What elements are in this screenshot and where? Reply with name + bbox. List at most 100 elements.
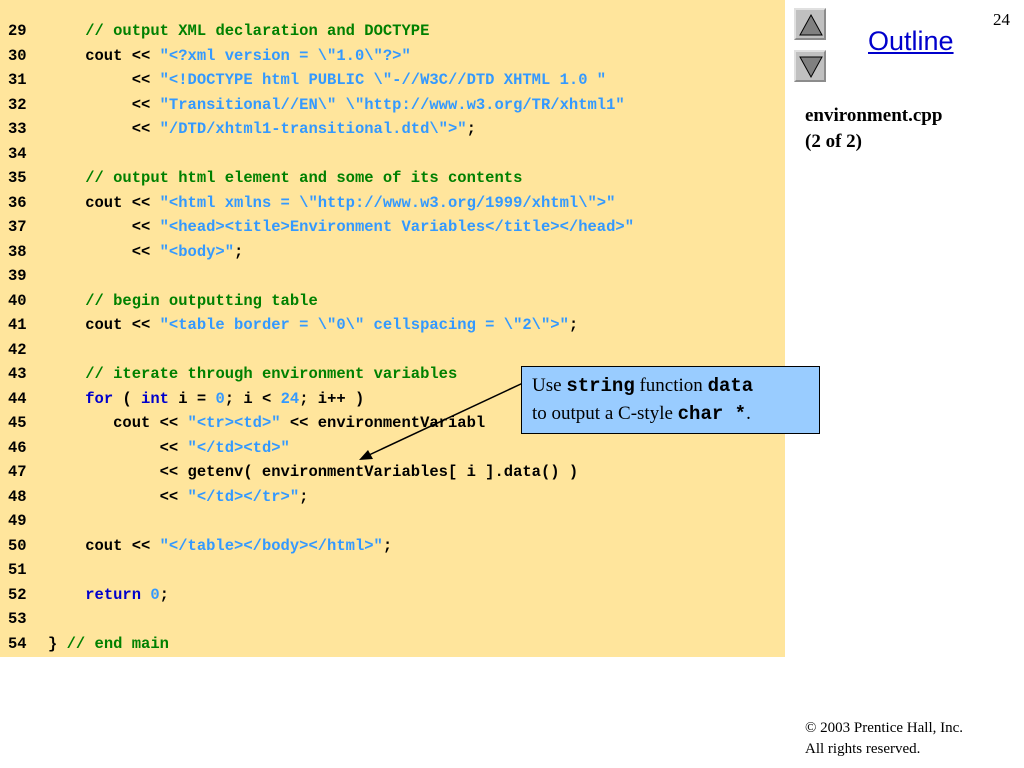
line-number: 51 [8, 561, 27, 579]
line-number: 46 [8, 438, 27, 457]
code-text: return 0; [48, 583, 169, 607]
rights-line: All rights reserved. [805, 741, 921, 757]
code-token: ; [382, 536, 393, 555]
line-number: 34 [8, 144, 27, 163]
code-token: ; [299, 487, 309, 506]
code-text: cout << "<tr><td>" << environmentVariabl [48, 411, 485, 435]
line-number: 44 [8, 389, 27, 408]
line-number: 50 [8, 536, 27, 555]
next-slide-button[interactable] [794, 50, 826, 82]
code-text: for ( int i = 0; i < 24; i++ ) [48, 387, 364, 411]
code-token: ; [568, 316, 579, 334]
code-token: 0 [215, 389, 225, 408]
code-token [48, 586, 85, 604]
callout-line-2: to output a C-style char *. [532, 403, 751, 425]
code-text: << "<head><title>Environment Variables</… [48, 215, 634, 239]
code-token: "<head><title>Environment Variables</tit… [159, 218, 635, 236]
code-token [48, 390, 85, 408]
code-token: "Transitional//EN\" \"http://www.w3.org/… [159, 95, 625, 114]
line-number: 35 [8, 169, 27, 187]
code-token: << [48, 487, 188, 506]
code-token: ; i < [224, 389, 281, 408]
line-number: 43 [8, 365, 27, 383]
code-token: // begin outputting table [85, 291, 318, 310]
code-text: // iterate through environment variables [48, 362, 457, 386]
triangle-up-icon [799, 13, 823, 36]
code-text: // output XML declaration and DOCTYPE [48, 19, 429, 43]
code-text: cout << "<table border = \"0\" cellspaci… [48, 313, 578, 337]
line-number: 31 [8, 71, 27, 89]
code-token: << [48, 71, 160, 89]
outline-link[interactable]: Outline [868, 26, 954, 56]
code-token: ( [113, 389, 142, 408]
code-text: } // end main [48, 632, 169, 656]
code-token: 24 [280, 389, 300, 408]
code-token: for [85, 389, 114, 408]
code-token: cout << [48, 46, 160, 65]
code-text: << "<!DOCTYPE html PUBLIC \"-//W3C//DTD … [48, 68, 606, 92]
line-number: 40 [8, 291, 27, 310]
code-token [141, 586, 150, 604]
code-token: i = [168, 389, 216, 408]
callout-box: Use string function data to output a C-s… [521, 366, 820, 434]
code-token: "</td></tr>" [187, 487, 300, 506]
line-number: 41 [8, 316, 27, 334]
file-part: (2 of 2) [805, 131, 862, 152]
code-text: cout << "<html xmlns = \"http://www.w3.o… [48, 191, 615, 215]
code-token: ; [159, 585, 169, 604]
line-number: 33 [8, 120, 27, 138]
code-token: } [48, 634, 67, 653]
code-token: "</table></body></html>" [159, 536, 383, 555]
code-text: << "</td><td>" [48, 436, 290, 460]
triangle-down-icon [799, 56, 823, 79]
code-token: // end main [66, 634, 169, 653]
code-text: << "<body>"; [48, 240, 244, 264]
line-number: 30 [8, 46, 27, 65]
line-number: 49 [8, 512, 27, 530]
line-number: 38 [8, 242, 27, 261]
code-text: cout << "<?xml version = \"1.0\"?>" [48, 44, 411, 68]
code-token: return [85, 585, 142, 604]
code-token: cout << [48, 193, 160, 212]
code-text: << "Transitional//EN\" \"http://www.w3.o… [48, 93, 625, 117]
line-number: 39 [8, 267, 27, 285]
code-token: ; [466, 120, 476, 138]
code-token: "<tr><td>" [187, 414, 281, 432]
line-number: 48 [8, 487, 27, 506]
callout-line-1: Use string function data [532, 375, 754, 397]
code-token: "<table border = \"0\" cellspacing = \"2… [159, 316, 569, 334]
code-token: "<html xmlns = \"http://www.w3.org/1999/… [159, 193, 616, 212]
code-token: "</td><td>" [187, 438, 290, 457]
code-token: << [48, 120, 160, 138]
line-number: 54 [8, 634, 27, 653]
previous-slide-button[interactable] [794, 8, 826, 40]
code-text: << getenv( environmentVariables[ i ].dat… [48, 460, 579, 484]
line-number: 52 [8, 585, 27, 604]
copyright-line: © 2003 Prentice Hall, Inc. [805, 720, 964, 736]
code-token [48, 22, 85, 40]
line-number: 29 [8, 22, 27, 40]
code-token: << [48, 95, 160, 114]
code-token: "<?xml version = \"1.0\"?>" [159, 46, 411, 65]
copyright: © 2003 Prentice Hall, Inc. All rights re… [805, 718, 1015, 760]
code-token: 0 [150, 585, 160, 604]
line-number: 42 [8, 340, 27, 359]
code-token: << getenv( environmentVariables[ i ].dat… [48, 463, 579, 481]
code-token: ; i++ ) [299, 389, 365, 408]
code-token: ; [234, 242, 244, 261]
code-token: "/DTD/xhtml1-transitional.dtd\">" [159, 120, 467, 138]
code-token: "<!DOCTYPE html PUBLIC \"-//W3C//DTD XHT… [159, 71, 607, 89]
code-text: cout << "</table></body></html>"; [48, 534, 392, 558]
line-number: 37 [8, 218, 27, 236]
line-number: 36 [8, 193, 27, 212]
file-title: environment.cpp (2 of 2) [805, 103, 1015, 155]
line-number: 32 [8, 95, 27, 114]
code-token: << [48, 218, 160, 236]
code-token: // output XML declaration and DOCTYPE [85, 22, 430, 40]
code-text: << "</td></tr>"; [48, 485, 309, 509]
code-listing [0, 0, 785, 657]
code-token [48, 169, 85, 187]
line-number: 45 [8, 414, 27, 432]
code-token: << [48, 438, 188, 457]
code-token: "<body>" [159, 242, 235, 261]
